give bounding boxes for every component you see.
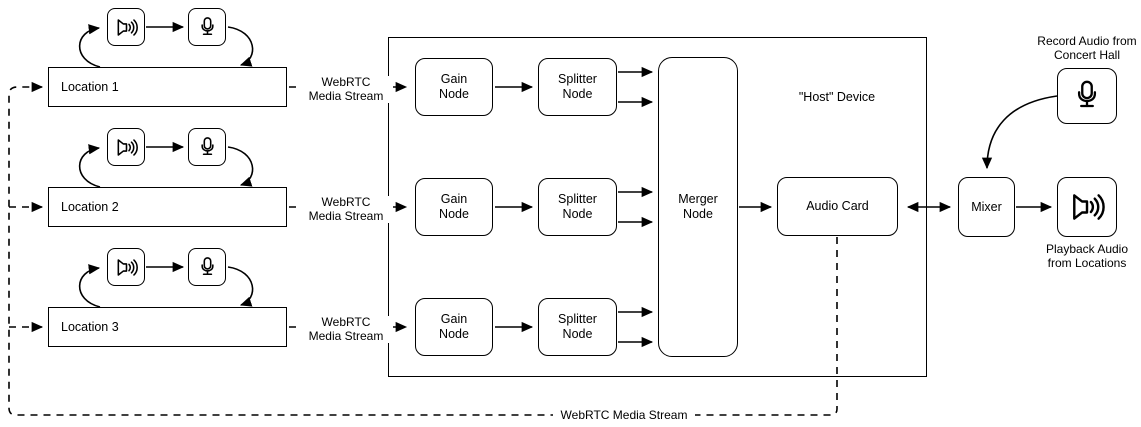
record-audio-label: Record Audio from Concert Hall xyxy=(1037,34,1137,62)
wire-location2-to-speaker xyxy=(78,144,101,188)
location-3-speaker xyxy=(107,248,145,286)
bottom-stream-label: WebRTC Media Stream xyxy=(553,408,695,423)
speaker-icon xyxy=(117,258,138,276)
wire-mic3-to-location3 xyxy=(227,266,254,307)
speaker-icon xyxy=(117,138,138,156)
playback-speaker-box xyxy=(1057,177,1117,237)
location-3-box: Location 3 xyxy=(48,307,287,347)
wire-location1-to-speaker xyxy=(78,24,101,68)
microphone-icon xyxy=(1077,80,1097,108)
location-1-speaker xyxy=(107,8,145,46)
location-2-label: Location 2 xyxy=(61,199,119,214)
wire-recordmic-to-mixer xyxy=(981,95,1058,170)
host-device-label: "Host" Device xyxy=(798,90,876,104)
playback-audio-label: Playback Audio from Locations xyxy=(1045,242,1129,270)
location-1-label: Location 1 xyxy=(61,79,119,94)
location-2-speaker xyxy=(107,128,145,166)
microphone-icon xyxy=(200,256,214,275)
location-1-microphone xyxy=(188,8,226,46)
location-1-box: Location 1 xyxy=(48,67,287,107)
stream-label-location-3: WebRTC Media Stream xyxy=(302,315,390,343)
mixer-box: Mixer xyxy=(958,177,1015,237)
speaker-icon xyxy=(1073,194,1105,220)
stream-label-location-1: WebRTC Media Stream xyxy=(302,75,390,103)
stream-label-location-2: WebRTC Media Stream xyxy=(302,195,390,223)
record-microphone-box xyxy=(1057,68,1117,124)
wire-location3-to-speaker xyxy=(78,264,101,308)
microphone-icon xyxy=(200,136,214,155)
location-2-microphone xyxy=(188,128,226,166)
speaker-icon xyxy=(117,18,138,36)
microphone-icon xyxy=(200,16,214,35)
location-3-label: Location 3 xyxy=(61,319,119,334)
location-3-microphone xyxy=(188,248,226,286)
wire-mic2-to-location2 xyxy=(227,146,254,187)
wire-mic1-to-location1 xyxy=(227,26,254,67)
audio-card-box: Audio Card xyxy=(777,177,898,236)
wire-webrtc-return-loop xyxy=(8,81,838,416)
location-2-box: Location 2 xyxy=(48,187,287,227)
